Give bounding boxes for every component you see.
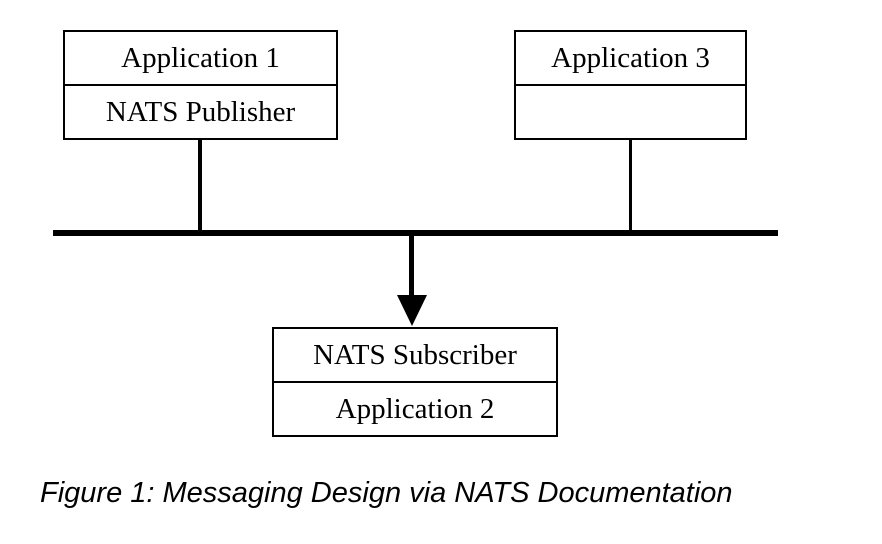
- message-arrow-stem: [409, 234, 414, 297]
- application-3-box: Application 3: [514, 30, 747, 140]
- application-3-connector-line: [629, 139, 632, 231]
- application-3-empty-row: [516, 86, 745, 138]
- arrow-down-icon: [397, 295, 427, 326]
- application-3-label: Application 3: [516, 32, 745, 86]
- application-2-box: NATS Subscriber Application 2: [272, 327, 558, 437]
- application-2-label: Application 2: [335, 392, 495, 425]
- figure-caption: Figure 1: Messaging Design via NATS Docu…: [40, 477, 733, 509]
- application-1-label: Application 1: [65, 32, 336, 86]
- nats-publisher-label: NATS Publisher: [105, 95, 296, 128]
- application-1-box: Application 1 NATS Publisher: [63, 30, 338, 140]
- nats-subscriber-label: NATS Subscriber: [274, 329, 556, 383]
- nats-bus-line: [53, 230, 778, 236]
- application-1-connector-line: [198, 139, 202, 231]
